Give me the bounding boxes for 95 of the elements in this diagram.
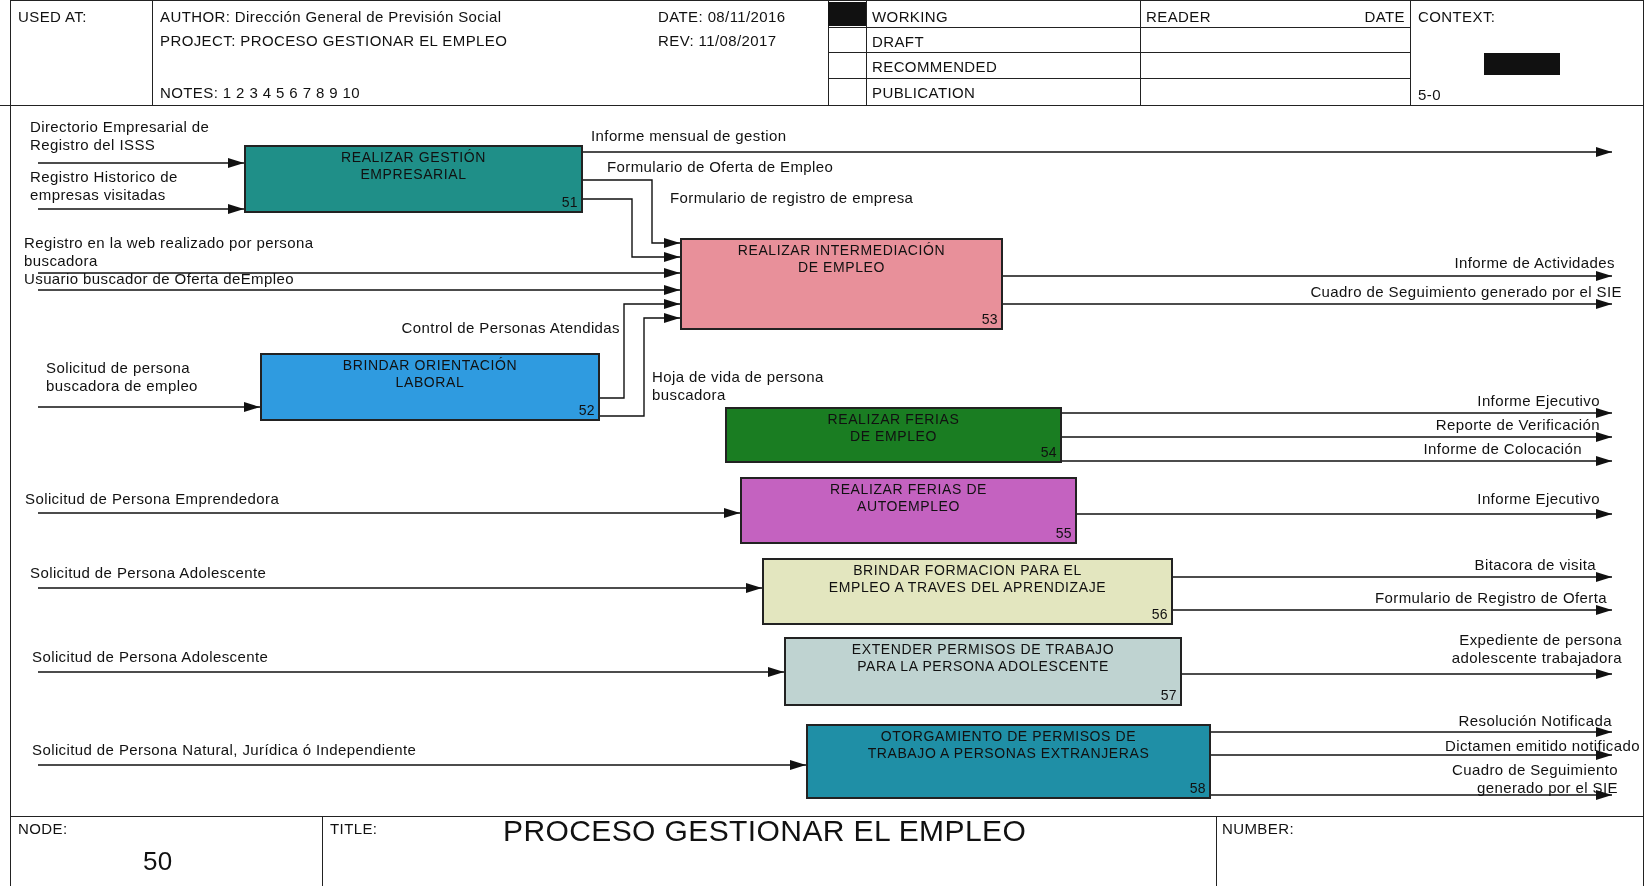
- edge-label: Hoja de vida de persona buscadora: [652, 368, 825, 404]
- header-field: PROJECT: PROCESO GESTIONAR EL EMPLEO: [160, 32, 508, 50]
- process-title: REALIZAR FERIAS DE AUTOEMPLEO: [828, 481, 989, 516]
- process-number: 55: [1055, 525, 1072, 541]
- arrow: [1210, 750, 1613, 760]
- edge-label: Reporte de Verificación: [1435, 416, 1600, 434]
- header-field: AUTHOR: Dirección General de Previsión Social: [160, 8, 502, 26]
- header-field: NOTES: 1 2 3 4 5 6 7 8 9 10: [160, 84, 361, 102]
- edge-label: Solicitud de Persona Adolescente: [30, 564, 267, 582]
- arrow: [1172, 605, 1613, 615]
- edge-label: Resolución Notificada: [1458, 712, 1612, 730]
- header-field: REV: 11/08/2017: [658, 32, 777, 50]
- arrow: [582, 198, 681, 262]
- arrow: [1002, 299, 1613, 309]
- process-number: 54: [1040, 444, 1057, 460]
- edge-label: Solicitud de Persona Natural, Jurídica ó Independiente: [32, 741, 417, 759]
- arrow: [37, 158, 245, 168]
- edge-label: Informe Ejecutivo: [1477, 490, 1600, 508]
- process-number: 52: [578, 402, 595, 418]
- edge-label: Registro en la web realizado por persona buscadora: [24, 234, 315, 270]
- edge-label: Registro Historico de empresas visitadas: [30, 168, 179, 204]
- header-field: NODE:: [18, 820, 68, 838]
- process-title: OTORGAMIENTO DE PERMISOS DE TRABAJO A PERSONAS EXTRANJERAS: [866, 728, 1151, 763]
- header-field: CONTEXT:: [1418, 8, 1496, 26]
- process-box: [784, 637, 1182, 706]
- process-box: [244, 145, 583, 213]
- process-number: 53: [981, 311, 998, 327]
- arrow: [599, 313, 681, 417]
- edge-label: Informe mensual de gestion: [591, 127, 787, 145]
- process-number: 51: [561, 194, 578, 210]
- edge-label: Informe Ejecutivo: [1477, 392, 1600, 410]
- arrow: [1210, 790, 1613, 800]
- process-box: [806, 724, 1211, 799]
- edge-label: Usuario buscador de Oferta deEmpleo: [24, 270, 294, 288]
- process-box: [740, 477, 1077, 544]
- arrow: [582, 179, 681, 248]
- arrow: [1061, 456, 1613, 466]
- process-title: EXTENDER PERMISOS DE TRABAJO PARA LA PERSONA ADOLESCENTE: [850, 641, 1116, 676]
- process-title: REALIZAR INTERMEDIACIÓN DE EMPLEO: [736, 242, 947, 277]
- arrow: [37, 402, 261, 412]
- arrow: [599, 299, 681, 399]
- edge-label: Dictamen emitido notificado: [1444, 737, 1640, 755]
- edge-label: Informe de Actividades: [1454, 254, 1615, 272]
- edge-label: Expediente de persona adolescente trabajadora: [1450, 631, 1622, 667]
- header-field: USED AT:: [18, 8, 87, 26]
- arrow: [37, 583, 763, 593]
- arrow: [37, 667, 785, 677]
- edge-label: Solicitud de Persona Adolescente: [32, 648, 269, 666]
- header-field: DRAFT: [872, 33, 924, 51]
- process-title: BRINDAR FORMACION PARA EL EMPLEO A TRAVES DEL APRENDIZAJE: [827, 562, 1108, 597]
- header-field: 5-0: [1418, 86, 1441, 104]
- process-box: [260, 353, 600, 421]
- edge-label: Directorio Empresarial de Registro del ISSS: [30, 118, 211, 154]
- arrow: [1002, 271, 1613, 281]
- arrow: [37, 285, 681, 295]
- edge-label: Formulario de Oferta de Empleo: [607, 158, 834, 176]
- edge-label: Formulario de Registro de Oferta: [1374, 589, 1607, 607]
- edge-label: Control de Personas Atendidas: [401, 319, 620, 337]
- header-field: TITLE:: [330, 820, 378, 838]
- arrow: [582, 147, 1613, 157]
- edge-label: Solicitud de persona buscadora de empleo: [46, 359, 199, 395]
- arrow: [1076, 509, 1613, 519]
- process-box: [680, 238, 1003, 330]
- edge-label: Formulario de registro de empresa: [670, 189, 914, 207]
- header-field: READER: [1146, 8, 1211, 26]
- edge-label: Bitacora de visita: [1474, 556, 1596, 574]
- edge-label: Cuadro de Seguimiento generado por el SIE: [1310, 283, 1622, 301]
- arrow: [37, 204, 245, 214]
- arrow: [1061, 432, 1613, 442]
- arrow: [37, 760, 807, 770]
- node-number: 50: [143, 846, 173, 876]
- edge-label: Solicitud de Persona Emprendedora: [25, 490, 280, 508]
- arrow: [1210, 727, 1613, 737]
- process-box: [762, 558, 1173, 625]
- header-field: DATE: [1364, 8, 1405, 26]
- process-number: 57: [1160, 687, 1177, 703]
- arrow: [1061, 408, 1613, 418]
- header-field: WORKING: [872, 8, 949, 26]
- header-field: RECOMMENDED: [872, 58, 998, 76]
- process-title: REALIZAR FERIAS DE EMPLEO: [826, 411, 961, 446]
- header-field: NUMBER:: [1222, 820, 1294, 838]
- arrow: [1181, 669, 1613, 679]
- process-title: BRINDAR ORIENTACIÓN LABORAL: [341, 357, 519, 392]
- process-number: 56: [1151, 606, 1168, 622]
- process-number: 58: [1189, 780, 1206, 796]
- diagram-title: PROCESO GESTIONAR EL EMPLEO: [503, 814, 1027, 848]
- edge-label: Cuadro de Seguimiento generado por el SIE: [1451, 761, 1618, 797]
- arrow: [37, 268, 681, 278]
- edge-label: Informe de Colocación: [1423, 440, 1582, 458]
- arrow: [1172, 572, 1613, 582]
- process-title: REALIZAR GESTIÓN EMPRESARIAL: [340, 149, 487, 184]
- process-box: [725, 407, 1062, 463]
- arrow: [37, 508, 741, 518]
- header-field: DATE: 08/11/2016: [658, 8, 786, 26]
- header-field: PUBLICATION: [872, 84, 976, 102]
